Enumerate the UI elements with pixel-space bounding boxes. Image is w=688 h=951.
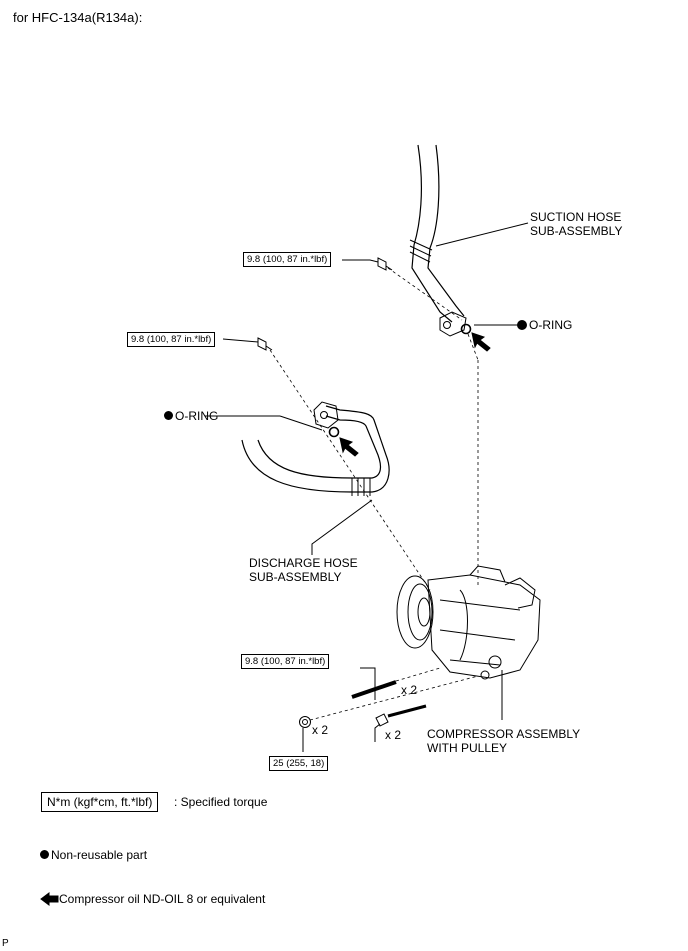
non-reusable-icon (164, 411, 173, 421)
quantity-bolt: x 2 (385, 728, 402, 742)
oil-arrow-icon (471, 332, 491, 352)
suction-bolt (377, 257, 387, 271)
nut (299, 716, 311, 728)
discharge-hose-label-line2: SUB-ASSEMBLY (249, 570, 342, 584)
suction-hose (411, 144, 453, 323)
o-ring-label-left: O-RING (164, 409, 218, 423)
torque-label-nut-bolt: 25 (255, 18) (269, 756, 329, 771)
legend-oil: Compressor oil ND-OIL 8 or equivalent (59, 892, 266, 906)
discharge-hose-label-line1: DISCHARGE HOSE (249, 556, 358, 570)
page-title: for HFC-134a(R134a): (13, 10, 143, 25)
legend-nonreusable: Non-reusable part (40, 848, 147, 862)
installation-guide-lines (269, 267, 479, 721)
oil-arrow-icon (339, 437, 359, 457)
footer-code: P (2, 938, 9, 949)
torque-label-stud-bolt: 9.8 (100, 87 in.*lbf) (241, 654, 330, 669)
discharge-flange (313, 401, 339, 429)
quantity-nut: x 2 (312, 723, 329, 737)
torque-label-discharge-bolt: 9.8 (100, 87 in.*lbf) (127, 332, 216, 347)
torque-label-suction-bolt: 9.8 (100, 87 in.*lbf) (243, 252, 332, 267)
legend-nonreusable-text: Non-reusable part (51, 848, 148, 862)
suction-o-ring (460, 323, 472, 335)
non-reusable-icon (40, 850, 49, 860)
suction-flange (439, 311, 467, 337)
suction-hose-label: SUCTION HOSE SUB-ASSEMBLY (530, 210, 622, 238)
discharge-hose-label: DISCHARGE HOSE SUB-ASSEMBLY (249, 556, 358, 584)
discharge-bolt (257, 337, 267, 351)
compressor-label-line1: COMPRESSOR ASSEMBLY (427, 727, 581, 741)
o-ring-label-left-text: O-RING (175, 409, 219, 423)
oil-arrow-legend-icon (40, 892, 59, 906)
quantity-stud: x 2 (401, 683, 418, 697)
o-ring-label-right-text: O-RING (529, 318, 573, 332)
suction-hose-label-line1: SUCTION HOSE (530, 210, 622, 224)
non-reusable-icon (517, 320, 527, 330)
stud-bolt (351, 680, 397, 699)
o-ring-label-right: O-RING (529, 318, 572, 332)
compressor-body (396, 565, 541, 680)
compressor-label: COMPRESSOR ASSEMBLY WITH PULLEY (427, 727, 580, 755)
compressor-bolt (375, 713, 389, 727)
legend-torque-box: N*m (kgf*cm, ft.*lbf) (41, 792, 159, 812)
discharge-o-ring (328, 426, 340, 438)
suction-hose-label-line2: SUB-ASSEMBLY (530, 224, 623, 238)
legend-torque-desc: : Specified torque (174, 795, 268, 809)
compressor-label-line2: WITH PULLEY (427, 741, 508, 755)
discharge-hose (241, 405, 390, 493)
